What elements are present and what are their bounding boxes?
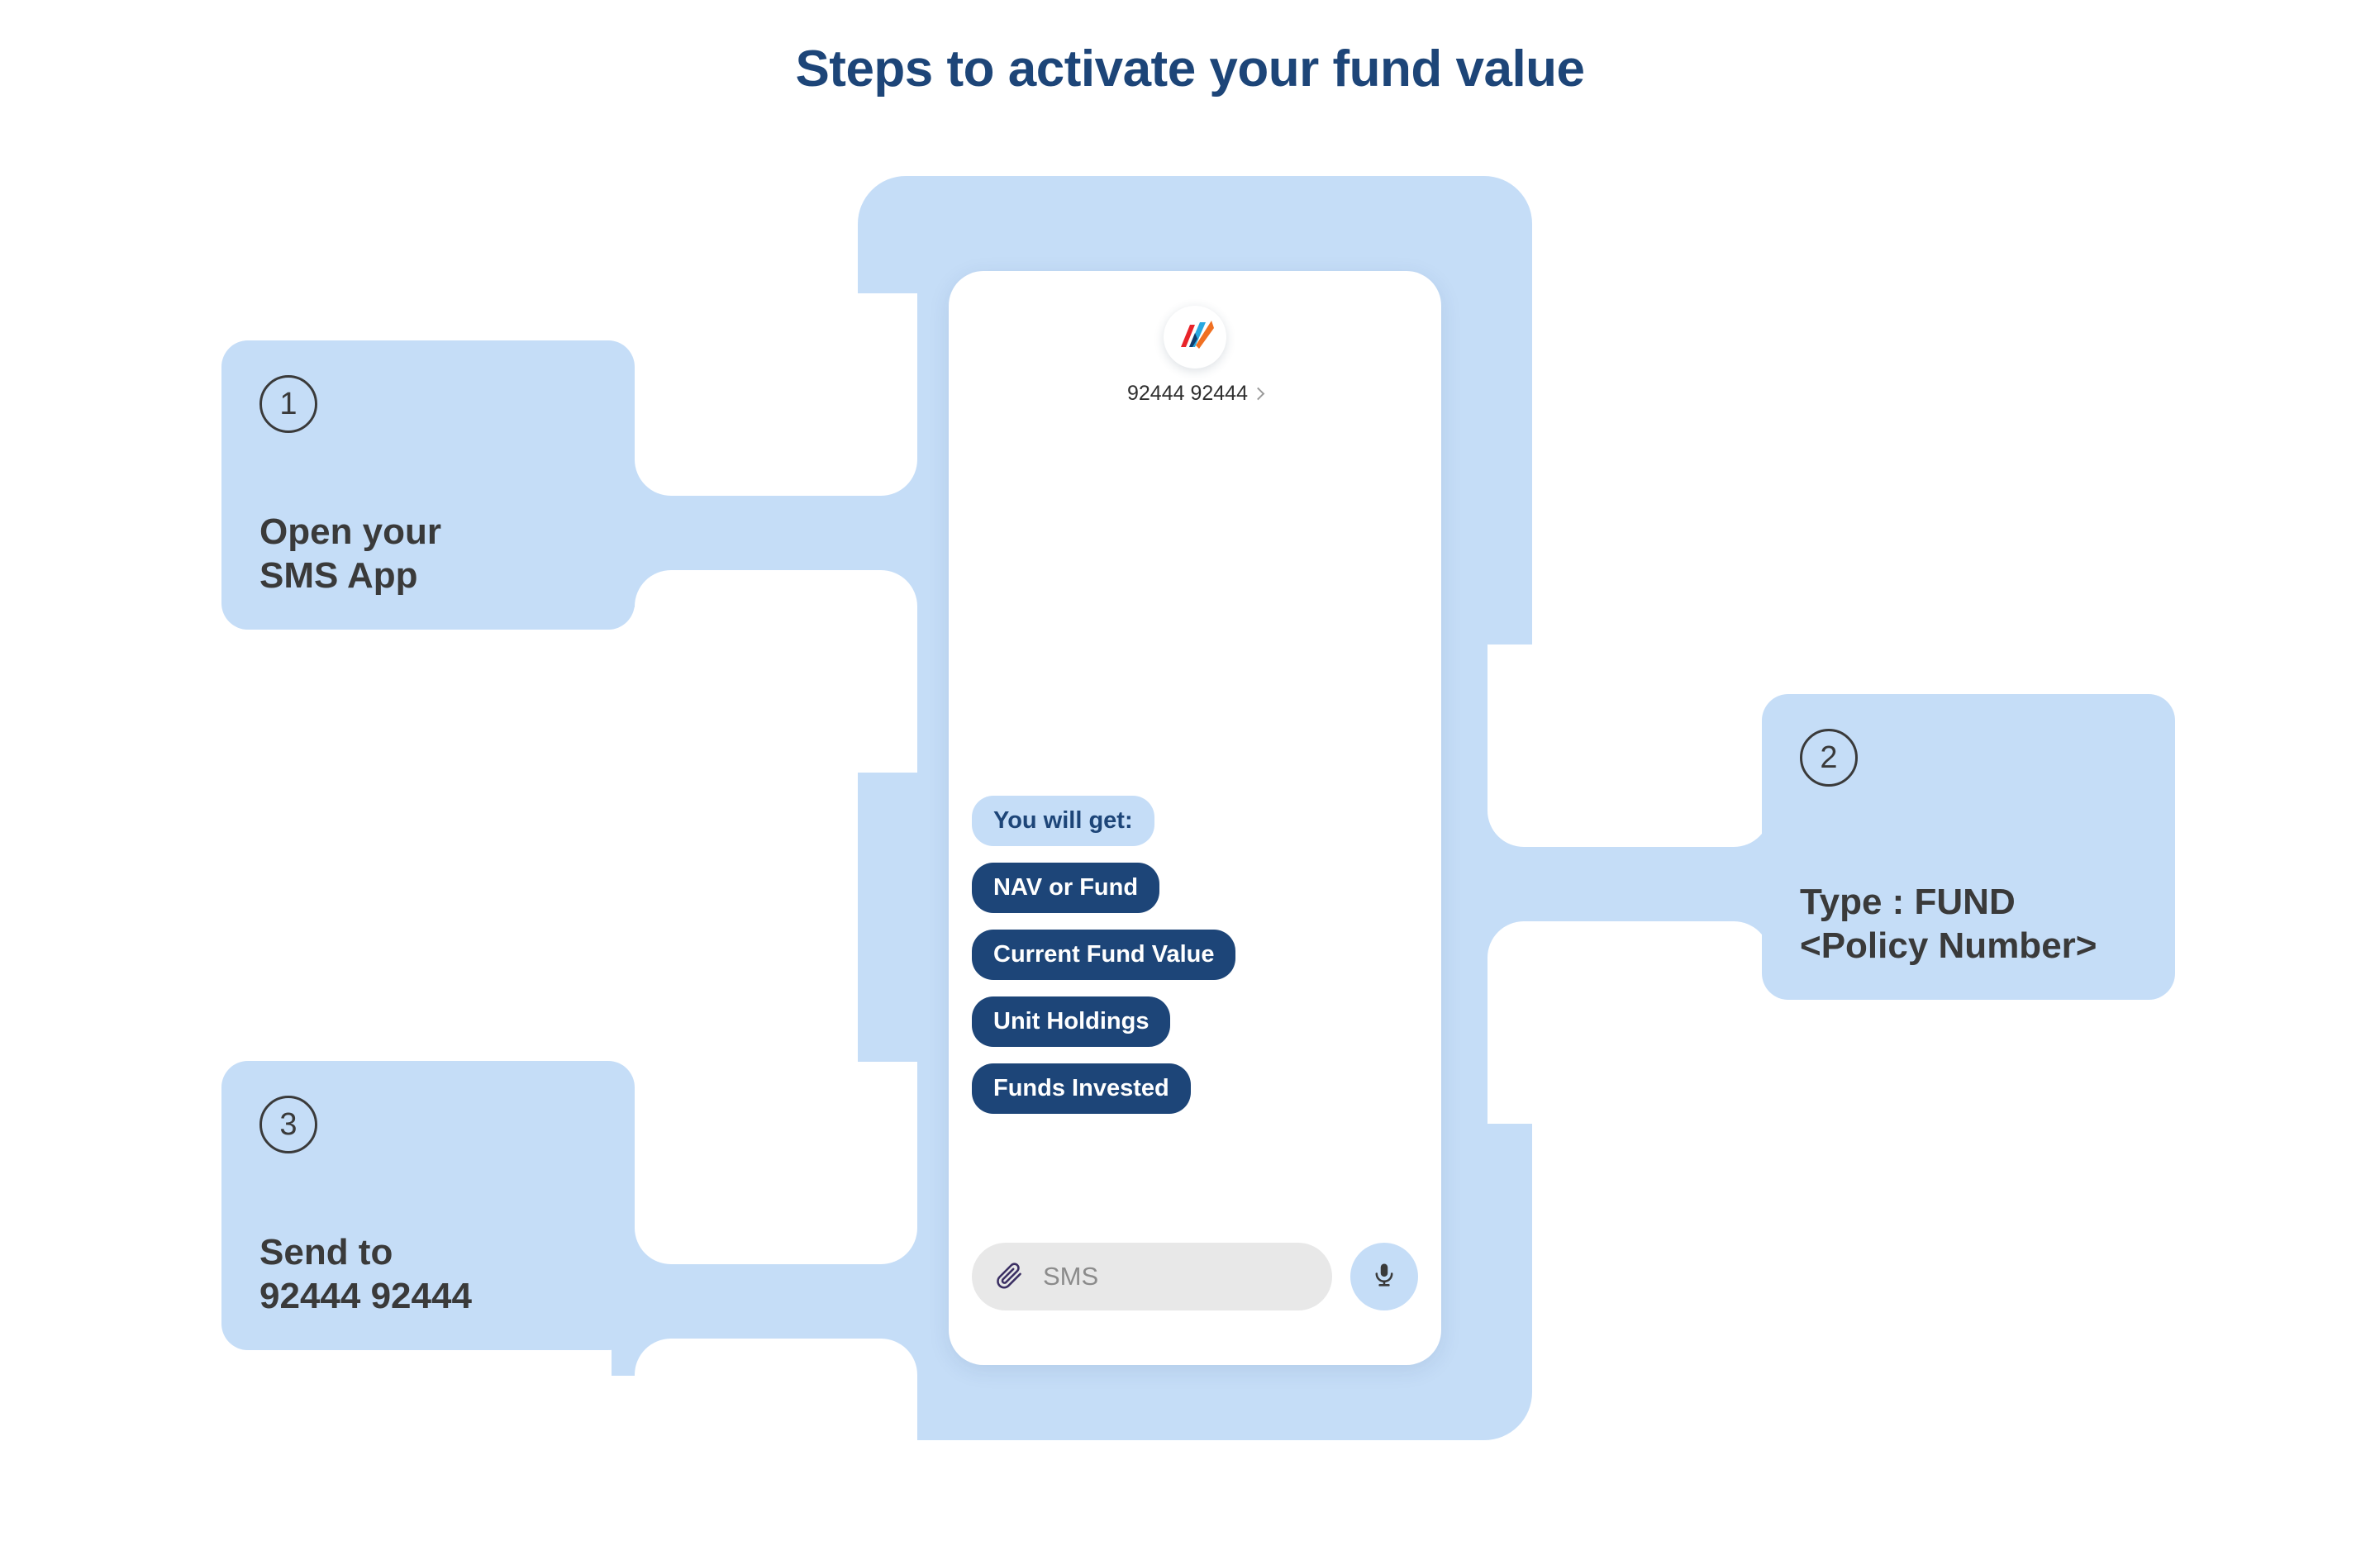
page-title: Steps to activate your fund value — [795, 40, 1585, 98]
chevron-right-icon — [1251, 387, 1265, 401]
contact-row[interactable]: 92444 92444 — [1127, 382, 1265, 406]
paperclip-icon[interactable] — [995, 1260, 1025, 1294]
sms-input-placeholder: SMS — [1043, 1262, 1099, 1291]
brand-logo-icon — [1173, 317, 1217, 358]
step-card-3[interactable]: 3 Send to 92444 92444 — [221, 1061, 635, 1350]
step-card-1[interactable]: 1 Open your SMS App — [221, 340, 635, 630]
chat-bubble-list: You will get: NAV or Fund Current Fund V… — [972, 796, 1236, 1114]
step-number-badge-2: 2 — [1800, 729, 1858, 787]
step-label-3: Send to 92444 92444 — [259, 1231, 472, 1317]
avatar — [1164, 306, 1226, 369]
notch-step3-bottom — [635, 1339, 917, 1541]
message-input-row: SMS — [972, 1243, 1418, 1310]
step-card-2[interactable]: 2 Type : FUND <Policy Number> — [1762, 694, 2175, 1000]
phone-chat-card: 92444 92444 You will get: NAV or Fund Cu… — [949, 271, 1441, 1365]
microphone-icon — [1370, 1261, 1398, 1293]
notch-step2-top — [1488, 644, 1770, 847]
notch-step1-top — [635, 293, 917, 496]
sms-input[interactable]: SMS — [972, 1243, 1332, 1310]
notch-step3-top — [635, 1062, 917, 1264]
chat-bubble-nav-or-fund: NAV or Fund — [972, 863, 1160, 913]
chat-bubble-intro: You will get: — [972, 796, 1154, 846]
step-label-2: Type : FUND <Policy Number> — [1800, 881, 2097, 967]
notch-step1-bottom — [635, 570, 917, 773]
chat-bubble-unit-holdings: Unit Holdings — [972, 996, 1171, 1047]
chat-bubble-funds-invested: Funds Invested — [972, 1063, 1191, 1114]
microphone-button[interactable] — [1350, 1243, 1418, 1310]
chat-header: 92444 92444 — [949, 306, 1441, 406]
notch-step2-bottom — [1488, 921, 1770, 1124]
step-number-badge-1: 1 — [259, 375, 317, 433]
chat-bubble-current-fund-value: Current Fund Value — [972, 930, 1236, 980]
step-number-badge-3: 3 — [259, 1096, 317, 1153]
contact-number: 92444 92444 — [1127, 382, 1248, 405]
step-label-1: Open your SMS App — [259, 511, 442, 597]
